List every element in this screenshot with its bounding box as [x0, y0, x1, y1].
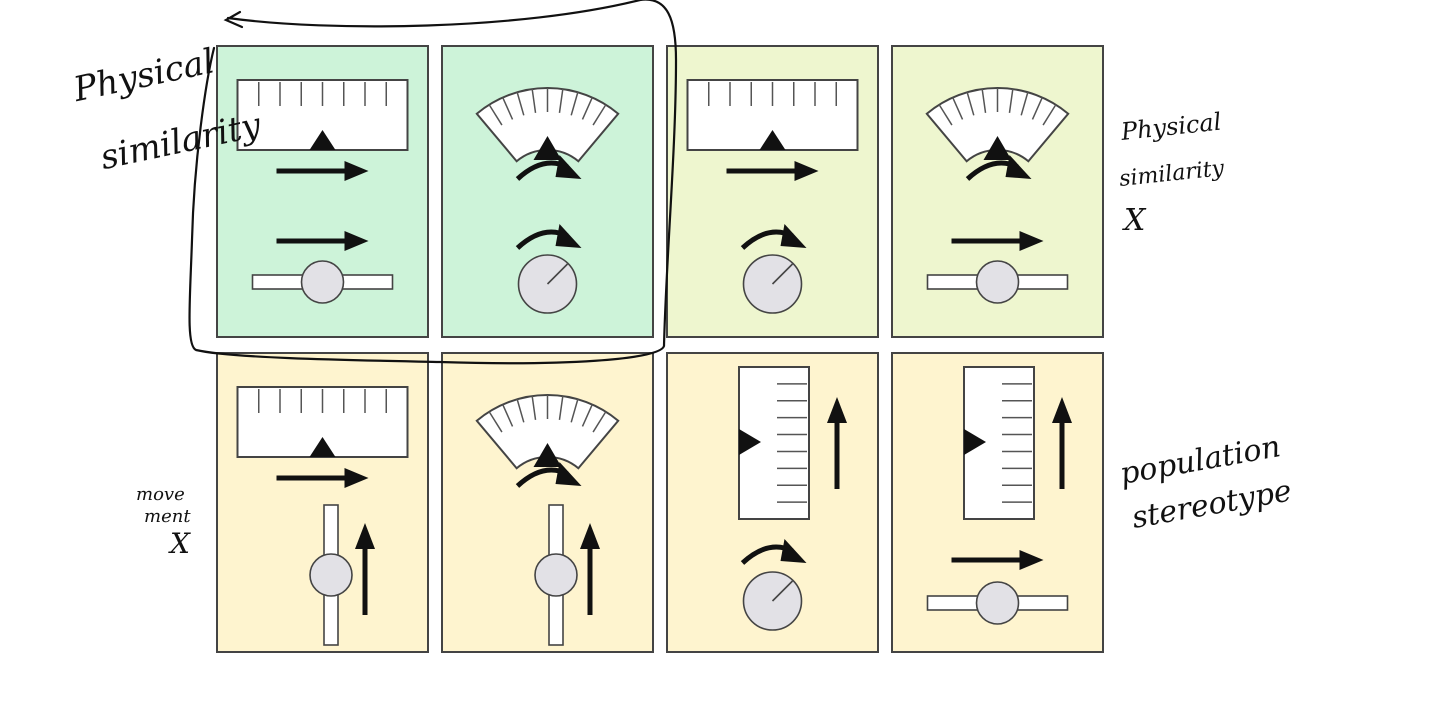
- arc-meter-display: [925, 86, 1070, 163]
- note-right-top-line2: similarity: [1118, 156, 1226, 192]
- knob-indicator-icon: [771, 263, 794, 285]
- panel-r1-c1: [216, 45, 429, 338]
- note-right-bottom: population stereotype: [1117, 429, 1294, 536]
- panel-r1-c3: [666, 45, 879, 338]
- right-arrow-icon: [951, 231, 1044, 251]
- pointer-icon: [309, 130, 336, 150]
- horizontal-slider-control: [926, 581, 1069, 625]
- horizontal-scale-display: [236, 79, 409, 151]
- horizontal-slider-control: [251, 260, 394, 304]
- note-left-bottom-line1: move: [136, 484, 185, 505]
- clockwise-arrow-icon: [515, 462, 582, 488]
- pointer-icon: [533, 136, 562, 160]
- slider-knob-icon: [309, 553, 353, 597]
- panel-r2-c4: [891, 352, 1104, 653]
- clockwise-arrow-icon: [515, 224, 582, 250]
- right-arrow-icon: [276, 231, 369, 251]
- panel-r2-c3: [666, 352, 879, 653]
- vertical-slider-control: [534, 504, 578, 646]
- knob-indicator-icon: [771, 580, 794, 602]
- note-left-bottom-line2: ment: [144, 506, 191, 527]
- right-arrow-icon: [276, 161, 369, 181]
- pointer-icon: [759, 130, 786, 150]
- arc-meter-display: [475, 87, 620, 163]
- panel-r2-c2: [441, 352, 654, 653]
- note-right-top-line1: Physical: [1119, 108, 1223, 146]
- pointer-icon: [964, 429, 986, 455]
- rotary-knob-control: [517, 254, 578, 314]
- pointer-icon: [309, 437, 336, 457]
- slider-knob-icon: [975, 581, 1020, 625]
- pointer-icon: [983, 136, 1012, 160]
- clockwise-arrow-icon: [740, 539, 807, 565]
- panel-r1-c2: [441, 45, 654, 338]
- pointer-icon: [533, 443, 562, 467]
- rotary-knob-control: [742, 254, 803, 314]
- up-arrow-icon: [827, 397, 847, 489]
- right-arrow-icon: [726, 161, 819, 181]
- handwritten-lasso: [188, 0, 678, 365]
- slider-knob-icon: [534, 553, 578, 597]
- up-arrow-icon: [580, 523, 600, 615]
- arc-meter-display: [475, 394, 620, 470]
- note-left-bottom: move ment X: [136, 484, 191, 560]
- note-left-bottom-mark: X: [168, 527, 191, 560]
- horizontal-scale-display: [686, 79, 859, 151]
- vertical-scale-display: [963, 366, 1035, 520]
- up-arrow-icon: [355, 523, 375, 615]
- note-top-left-line1: Physical: [69, 41, 218, 110]
- rotary-knob-control: [742, 571, 803, 631]
- note-right-top-mark: X: [1122, 203, 1147, 238]
- horizontal-scale-display: [236, 386, 409, 458]
- panel-r2-c1: [216, 352, 429, 653]
- panel-r1-c4: [891, 45, 1104, 338]
- panel-grid: [216, 45, 1104, 653]
- vertical-scale-display: [738, 366, 810, 520]
- knob-indicator-icon: [546, 263, 569, 285]
- slider-knob-icon: [300, 260, 345, 304]
- clockwise-arrow-icon: [740, 224, 807, 250]
- note-right-top: Physical similarity X: [1118, 108, 1226, 238]
- clockwise-arrow-icon: [515, 155, 582, 181]
- horizontal-slider-control: [926, 260, 1069, 304]
- right-arrow-icon: [951, 550, 1044, 570]
- slider-knob-icon: [975, 260, 1020, 304]
- clockwise-arrow-icon: [965, 155, 1032, 181]
- vertical-slider-control: [309, 504, 353, 646]
- up-arrow-icon: [1052, 397, 1072, 489]
- right-arrow-icon: [276, 468, 369, 488]
- lasso-arrowhead: [223, 10, 244, 29]
- pointer-icon: [739, 429, 761, 455]
